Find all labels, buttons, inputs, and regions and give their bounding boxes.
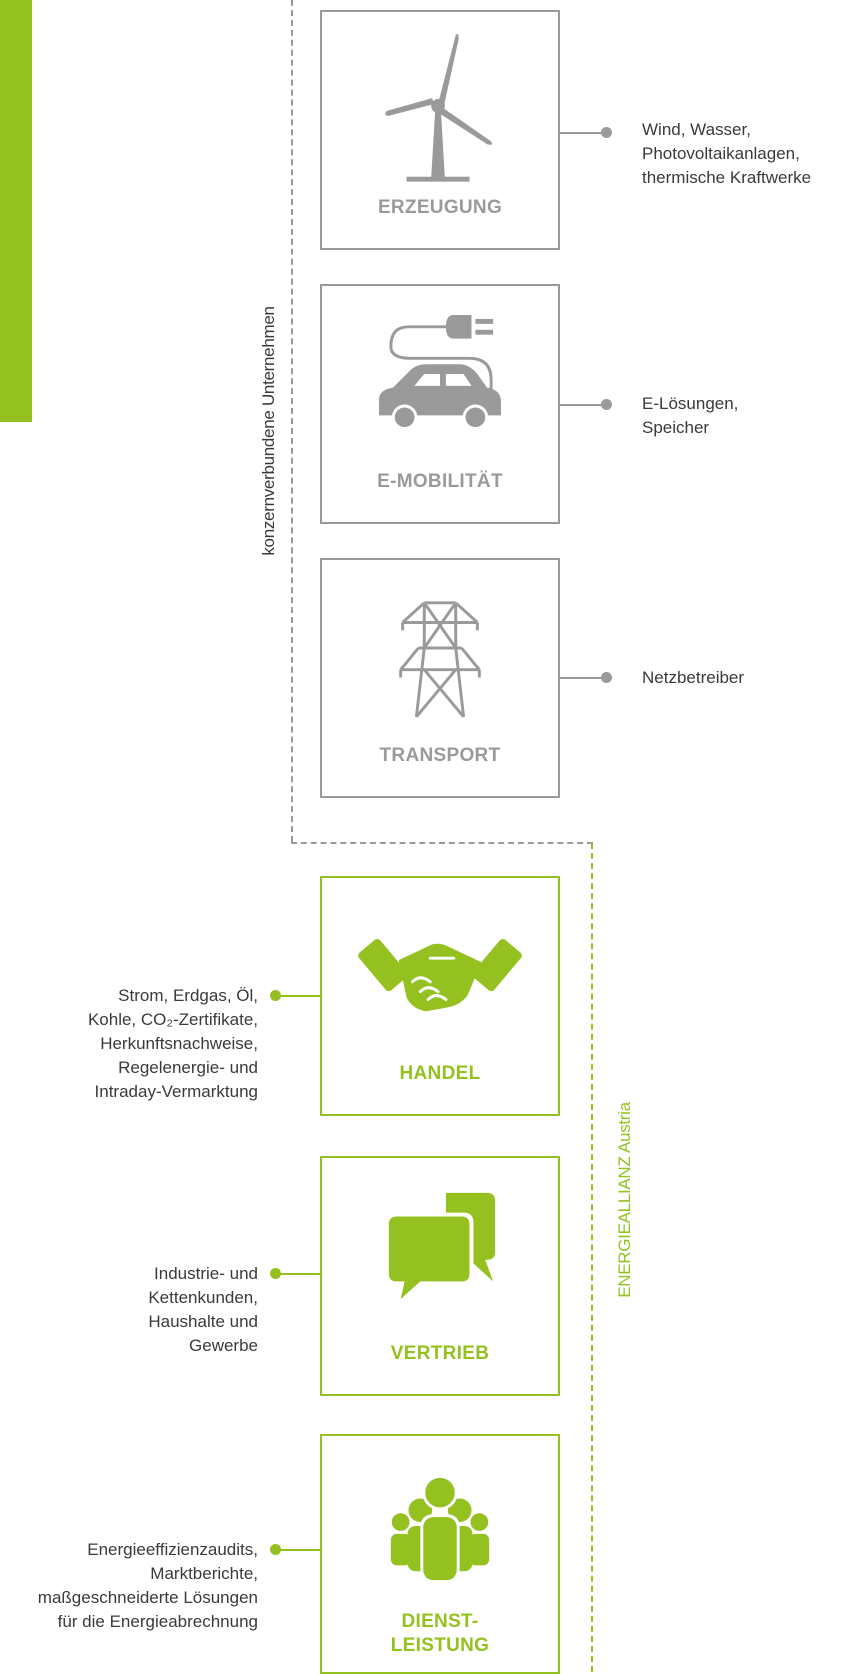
dienstleistung-title: DIENST- LEISTUNG (390, 1611, 490, 1656)
vertrieb-title: VERTRIEB (390, 1343, 490, 1364)
speech-bubbles-icon (384, 1192, 496, 1309)
transport-title: TRANSPORT (379, 745, 501, 766)
green-accent-bar (0, 0, 32, 422)
e-mobilitaet-connector (560, 404, 607, 406)
transport-box: TRANSPORT (320, 558, 560, 798)
e-mobilitaet-box: E-MOBILITÄT (320, 284, 560, 524)
dienstleistung-connector (274, 1549, 320, 1551)
e-mobilitaet-connector-dot (601, 399, 612, 410)
vertrieb-box: VERTRIEB (320, 1156, 560, 1396)
erzeugung-description: Wind, Wasser, Photovoltaikanlagen, therm… (642, 120, 812, 187)
konzern-dashed-border-horizontal (291, 842, 593, 844)
handel-description: Strom, Erdgas, Öl, Kohle, CO₂-Zertifikat… (87, 986, 258, 1101)
vertrieb-connector-dot (270, 1268, 281, 1279)
erzeugung-connector-dot (601, 127, 612, 138)
dienstleistung-box: DIENST- LEISTUNG (320, 1434, 560, 1674)
handel-box: HANDEL (320, 876, 560, 1116)
dienstleistung-connector-dot (270, 1544, 281, 1555)
konzern-group-label: konzernverbundene Unternehmen (259, 306, 278, 556)
handshake-icon (358, 938, 522, 1012)
e-mobilitaet-title: E-MOBILITÄT (377, 471, 503, 492)
electric-car-icon (379, 315, 501, 431)
power-pylon-icon (399, 601, 481, 718)
allianz-dashed-border-vertical (591, 843, 593, 1672)
dienstleistung-description: Energieeffizienzaudits, Marktberichte, m… (37, 1540, 258, 1631)
handel-connector-dot (270, 990, 281, 1001)
allianz-group-label: ENERGIEALLIANZ Austria (615, 1102, 634, 1298)
vertrieb-connector (274, 1273, 320, 1275)
erzeugung-title: ERZEUGUNG (377, 197, 503, 218)
people-group-icon (390, 1474, 490, 1584)
wind-turbine-icon (385, 33, 493, 182)
handel-title: HANDEL (399, 1063, 481, 1084)
transport-connector-dot (601, 672, 612, 683)
konzern-dashed-border-vertical (291, 0, 293, 842)
transport-connector (560, 677, 607, 679)
handel-connector (274, 995, 320, 997)
e-mobilitaet-description: E-Lösungen, Speicher (642, 394, 739, 437)
vertrieb-description: Industrie- und Kettenkunden, Haushalte u… (148, 1264, 258, 1355)
transport-description: Netzbetreiber (642, 668, 745, 687)
erzeugung-box: ERZEUGUNG (320, 10, 560, 250)
erzeugung-connector (560, 132, 607, 134)
